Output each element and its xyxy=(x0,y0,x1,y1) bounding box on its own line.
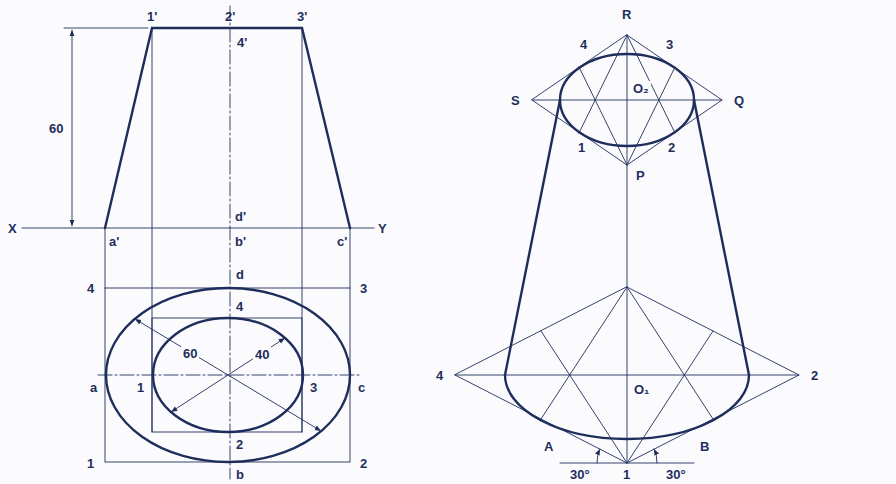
point-label: 2' xyxy=(223,9,237,24)
xy-line xyxy=(22,228,374,229)
point-label: a' xyxy=(107,234,121,249)
point-label: R xyxy=(620,7,633,22)
dimension-line xyxy=(135,319,321,431)
angle-arc xyxy=(654,449,657,463)
dimension-text: 40 xyxy=(253,347,271,362)
reference-line-label: X xyxy=(6,221,19,236)
corner-label: 2 xyxy=(358,456,369,471)
point-label: 3' xyxy=(295,9,309,24)
angle-arc xyxy=(597,449,600,463)
point-label: 2 xyxy=(666,140,677,155)
dimension-text: 60 xyxy=(181,346,199,361)
point-label: 1 xyxy=(576,140,587,155)
point-label: c' xyxy=(335,234,349,249)
construction-line xyxy=(627,35,675,133)
projector-line xyxy=(105,228,106,288)
angle-text: 30° xyxy=(664,467,688,482)
generator-line xyxy=(694,100,749,375)
point-label: 2 xyxy=(809,368,820,383)
extension-line xyxy=(64,28,148,29)
point-label: P xyxy=(634,168,647,183)
point-label: d xyxy=(234,267,246,282)
point-label: a xyxy=(88,380,99,395)
construction-line xyxy=(541,331,627,463)
corner-label: 4 xyxy=(85,281,96,296)
dimension-line xyxy=(72,30,73,226)
dimension-line xyxy=(171,338,285,412)
point-label: 4 xyxy=(234,299,245,314)
top-circle xyxy=(153,318,303,432)
top-ellipse xyxy=(560,54,694,146)
point-label: 1 xyxy=(621,467,632,482)
point-label: b' xyxy=(233,234,248,249)
isometric-rhombus xyxy=(455,287,799,463)
center-label: O₂ xyxy=(631,81,651,96)
base-circle xyxy=(106,288,350,462)
construction-line xyxy=(579,35,627,133)
construction-line xyxy=(579,67,627,165)
point-label: c xyxy=(356,380,367,395)
point-label: S xyxy=(509,93,522,108)
point-label: 4' xyxy=(235,35,249,50)
point-label: 1 xyxy=(135,380,146,395)
point-label: 1' xyxy=(145,9,159,24)
construction-line xyxy=(627,331,713,463)
point-label: 2 xyxy=(234,437,245,452)
point-label: Q xyxy=(732,93,746,108)
corner-label: 1 xyxy=(85,456,96,471)
point-label: b xyxy=(234,467,246,482)
frustum-front-view xyxy=(105,28,350,228)
enclosing-square xyxy=(152,318,302,432)
construction-line xyxy=(627,287,713,419)
corner-label: 3 xyxy=(358,281,369,296)
construction-line xyxy=(541,287,627,419)
point-label: 3 xyxy=(308,380,319,395)
base-ellipse-arc xyxy=(505,375,749,439)
center-line xyxy=(230,6,231,479)
point-label: 3 xyxy=(664,37,675,52)
projector-line xyxy=(350,228,351,288)
axis-line xyxy=(627,35,628,463)
generator-line xyxy=(505,100,560,375)
angle-text: 30° xyxy=(568,467,592,482)
point-label: d' xyxy=(233,209,248,224)
point-label: A xyxy=(542,439,555,454)
center-label: O₁ xyxy=(632,382,652,397)
construction-line xyxy=(627,67,675,165)
point-label: B xyxy=(698,439,711,454)
reference-line-label: Y xyxy=(376,221,389,236)
point-label: 4 xyxy=(434,368,445,383)
enclosing-square xyxy=(105,288,350,462)
point-label: 4 xyxy=(578,37,589,52)
base-line xyxy=(560,463,694,464)
construction-line xyxy=(455,375,799,376)
dimension-text: 60 xyxy=(47,121,65,136)
